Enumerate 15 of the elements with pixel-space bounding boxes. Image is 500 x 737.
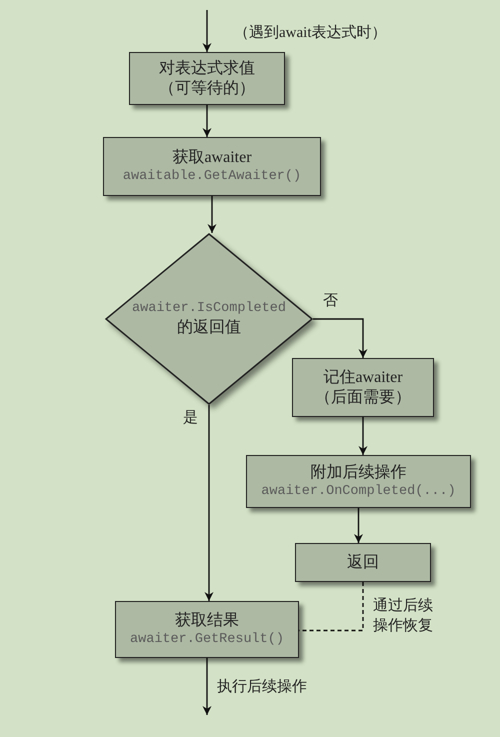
arrow <box>358 417 368 455</box>
process-box: 返回 <box>295 543 431 582</box>
arrow <box>313 318 368 358</box>
arrow <box>354 508 363 543</box>
arrow <box>202 105 212 137</box>
arrow <box>208 196 216 233</box>
decision-diamond: awaiter.IsCompleted 的返回值 <box>105 233 313 405</box>
process-box: 获取结果 awaiter.GetResult() <box>115 601 299 658</box>
process-box: 附加后续操作 awaiter.OnCompleted(...) <box>246 455 471 508</box>
arrow <box>202 658 212 715</box>
arrow <box>202 10 212 52</box>
arrow <box>204 405 214 601</box>
process-box: 获取awaiter awaitable.GetAwaiter() <box>103 137 321 196</box>
process-box: 记住awaiter（后面需要） <box>292 358 434 417</box>
process-box: 对表达式求值（可等待的） <box>129 52 285 105</box>
